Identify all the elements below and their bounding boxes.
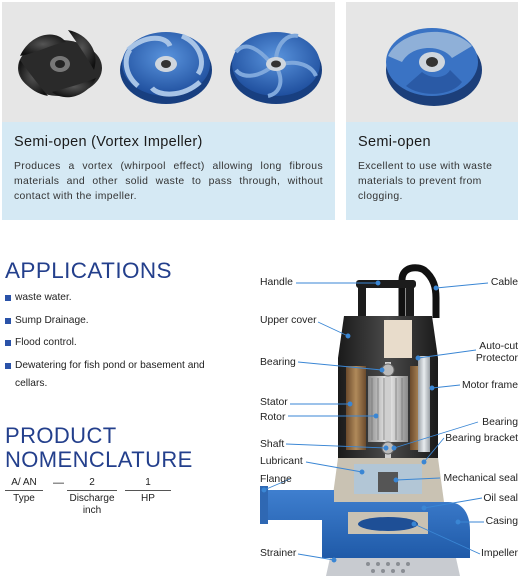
- semi-open-impeller-photo: [386, 28, 482, 106]
- pump-illustration: [260, 264, 489, 576]
- card-description: Produces a vortex (whirpool effect) allo…: [14, 161, 323, 202]
- diagram-label-handle: Handle: [260, 277, 293, 288]
- diagram-label-bearing: Bearing: [260, 357, 296, 368]
- strainer-icon: [326, 558, 460, 576]
- diagram-label-oil-seal: Oil seal: [483, 493, 518, 504]
- diagram-label-mechanical-seal: Mechanical seal: [443, 473, 518, 484]
- handle-icon: [356, 280, 416, 288]
- black-impeller-icon: [18, 30, 102, 98]
- square-bullet-icon: [5, 340, 11, 346]
- applications-heading: APPLICATIONS: [5, 258, 172, 283]
- nomenclature-code: A/ AN Type — 2 Discharge inch 1 HP: [5, 477, 175, 527]
- applications-list: waste water. Sump Drainage. Flood contro…: [5, 289, 235, 398]
- list-item: Sump Drainage.: [5, 312, 235, 331]
- list-item: Dewatering for fish pond or basement and…: [5, 357, 235, 394]
- nomenclature-label: HP: [141, 493, 155, 504]
- application-text: waste water.: [15, 292, 72, 303]
- diagram-label-bearing-right: Bearing: [482, 417, 518, 428]
- nomenclature-value: 2: [89, 477, 95, 488]
- blue-impeller-icon: [120, 32, 212, 104]
- diagram-label-strainer: Strainer: [260, 548, 297, 559]
- list-item: Flood control.: [5, 334, 235, 353]
- stator-icon: [346, 366, 366, 450]
- flange-icon: [260, 486, 268, 524]
- nomenclature-label: Type: [13, 493, 35, 504]
- square-bullet-icon: [5, 317, 11, 324]
- application-text: Dewatering for fish pond or basement and…: [15, 359, 205, 390]
- pump-cutaway-diagram: Handle Upper cover Bearing Stator Rotor …: [238, 258, 520, 576]
- blue-impeller-icon: [230, 32, 322, 104]
- diagram-label-stator: Stator: [260, 397, 288, 408]
- impeller-photo-panel: [346, 2, 518, 122]
- nomenclature-part: 2 Discharge inch: [67, 477, 117, 517]
- cable-icon: [398, 264, 440, 318]
- list-item: waste water.: [5, 289, 235, 308]
- application-text: Sump Drainage.: [15, 314, 89, 326]
- nomenclature-separator: —: [53, 477, 64, 489]
- impeller-card-vortex: Semi-open (Vortex Impeller) Produces a v…: [2, 2, 335, 220]
- impeller-card-body: Semi-open (Vortex Impeller) Produces a v…: [2, 122, 335, 220]
- card-title: Semi-open (Vortex Impeller): [14, 134, 203, 150]
- nomenclature-value: A/ AN: [11, 477, 37, 488]
- mechanical-seal-icon: [378, 472, 398, 492]
- nomenclature-part: 1 HP: [125, 477, 171, 505]
- nomenclature-heading-line: NOMENCLATURE: [5, 447, 193, 472]
- diagram-label-impeller: Impeller: [481, 548, 518, 559]
- diagram-label-flange: Flange: [260, 474, 292, 485]
- card-description: Excellent to use with waste materials to…: [358, 161, 493, 202]
- nomenclature-heading-line: PRODUCT: [5, 423, 117, 448]
- diagram-label-cable: Cable: [490, 277, 518, 288]
- impeller-icon: [358, 517, 418, 531]
- impeller-photo-panel: [2, 2, 335, 122]
- impeller-card-semi-open: Semi-open Excellent to use with waste ma…: [346, 2, 518, 220]
- vortex-impeller-photos: [18, 30, 322, 104]
- square-bullet-icon: [5, 295, 11, 301]
- diagram-label-rotor: Rotor: [260, 412, 286, 423]
- diagram-label-auto-cut-protector: Auto-cut Protector: [475, 341, 518, 364]
- impeller-card-body: Semi-open Excellent to use with waste ma…: [346, 122, 518, 220]
- blue-impeller-icon: [386, 28, 482, 106]
- square-bullet-icon: [5, 362, 11, 369]
- nomenclature-underline: [5, 490, 43, 491]
- nomenclature-value: 1: [145, 477, 151, 488]
- application-text: Flood control.: [15, 337, 77, 348]
- nomenclature-underline: [67, 490, 117, 491]
- diagram-label-lubricant: Lubricant: [260, 456, 303, 467]
- diagram-label-motor-frame: Motor frame: [461, 380, 518, 391]
- nomenclature-part: A/ AN Type: [5, 477, 43, 505]
- nomenclature-underline: [125, 490, 171, 491]
- card-title: Semi-open: [358, 134, 431, 150]
- diagram-label-bearing-bracket: Bearing bracket: [445, 433, 518, 444]
- diagram-label-casing: Casing: [485, 516, 518, 527]
- nomenclature-heading: PRODUCT NOMENCLATURE: [5, 424, 193, 472]
- diagram-label-shaft: Shaft: [260, 439, 285, 450]
- nomenclature-label: Discharge inch: [69, 493, 115, 516]
- diagram-label-upper-cover: Upper cover: [260, 315, 317, 326]
- shaft-icon: [385, 362, 391, 502]
